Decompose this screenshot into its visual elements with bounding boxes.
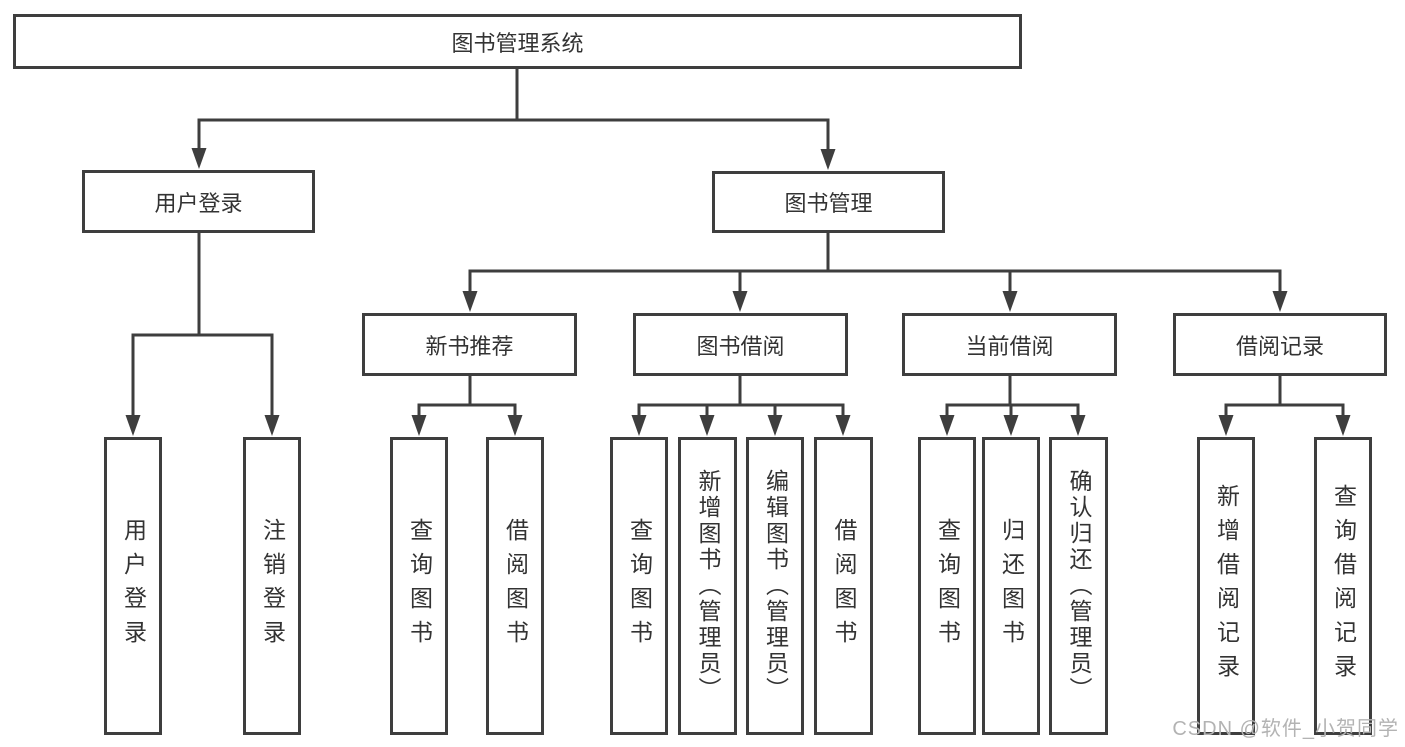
node-book-management: 图书管理 <box>712 171 945 233</box>
edge-user-login-split <box>125 233 280 436</box>
leaf-return-books: 归还图书 <box>982 437 1040 735</box>
leaf-edit-books-admin: 编辑图书（管理员） <box>746 437 804 735</box>
leaf-add-books-admin: 新增图书（管理员） <box>678 437 737 735</box>
leaf-add-borrow-record: 新增借阅记录 <box>1197 437 1255 735</box>
leaf-logout: 注销登录 <box>243 437 301 735</box>
edge-root-split <box>191 68 836 170</box>
node-user-login: 用户登录 <box>82 170 315 233</box>
edge-current-borrowing-split <box>939 376 1086 436</box>
leaf-borrow-books-recommend: 借阅图书 <box>486 437 544 735</box>
leaf-user-login: 用户登录 <box>104 437 162 735</box>
node-book-borrowing: 图书借阅 <box>633 313 848 376</box>
edge-borrowing-records-split <box>1218 376 1351 436</box>
leaf-borrow-books-borrowing: 借阅图书 <box>814 437 873 735</box>
node-borrowing-records: 借阅记录 <box>1173 313 1387 376</box>
node-root-library-management-system: 图书管理系统 <box>13 14 1022 69</box>
leaf-confirm-return-admin: 确认归还（管理员） <box>1049 437 1108 735</box>
edge-book-management-split <box>462 233 1288 312</box>
leaf-query-books-borrowing: 查询图书 <box>610 437 668 735</box>
leaf-query-borrow-record: 查询借阅记录 <box>1314 437 1372 735</box>
node-current-borrowing: 当前借阅 <box>902 313 1117 376</box>
node-new-book-recommendation: 新书推荐 <box>362 313 577 376</box>
edge-new-book-recommendation-split <box>411 376 523 436</box>
leaf-query-books-recommend: 查询图书 <box>390 437 448 735</box>
csdn-watermark: CSDN @软件_小贺同学 <box>1172 718 1399 740</box>
edge-book-borrowing-split <box>631 376 851 436</box>
leaf-query-books-current: 查询图书 <box>918 437 976 735</box>
